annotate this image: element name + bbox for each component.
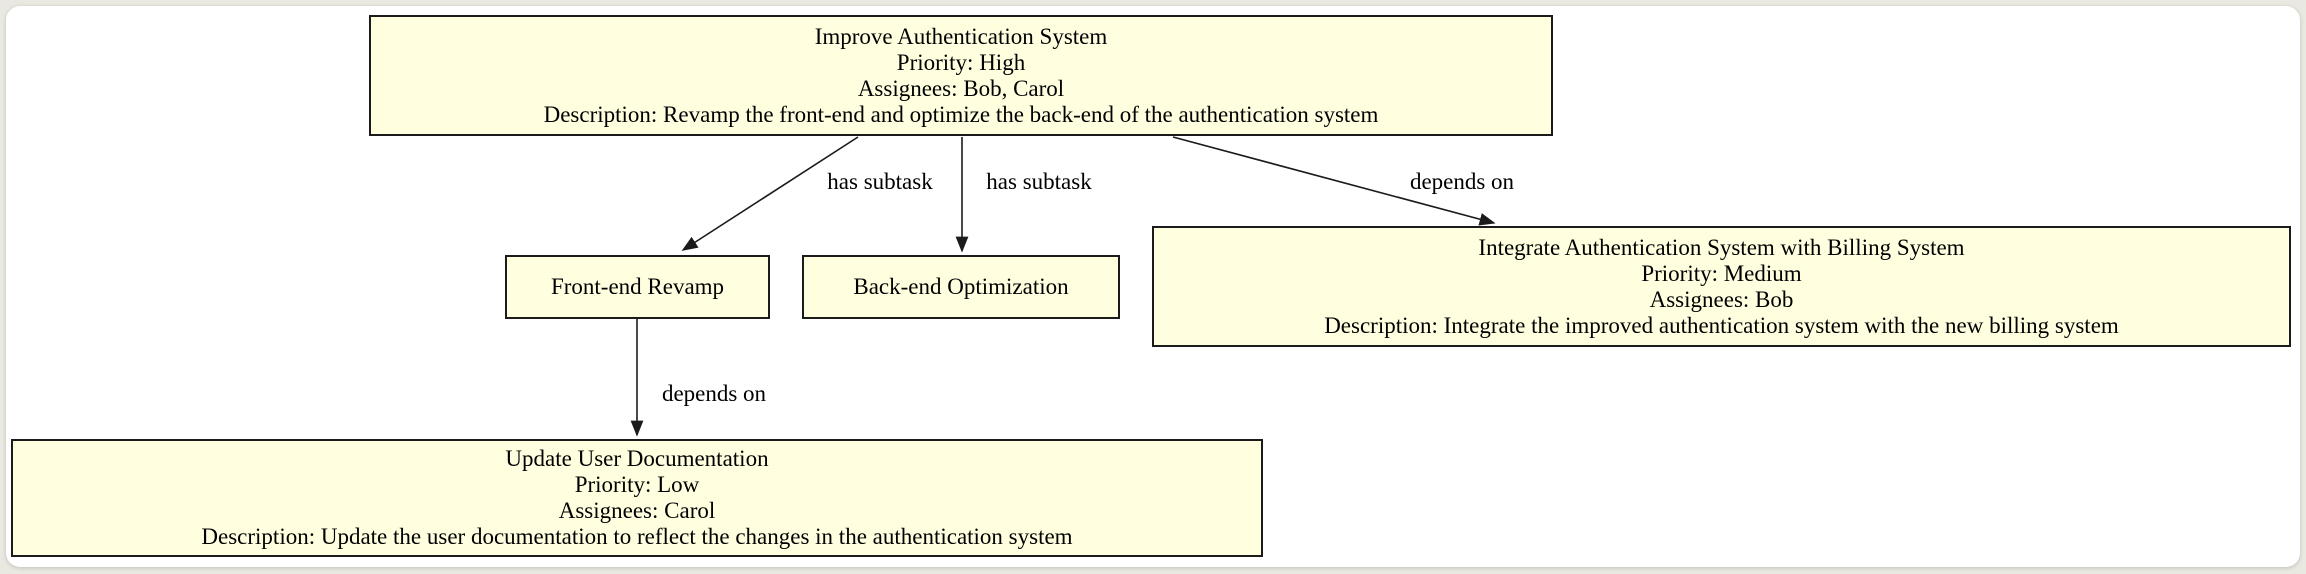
node-description: Description: Update the user documentati… <box>201 524 1073 549</box>
node-description: Description: Integrate the improved auth… <box>1324 312 2119 338</box>
node-assignees: Assignees: Bob <box>1649 286 1794 312</box>
node-title: Improve Authentication System <box>814 23 1108 49</box>
node-title: Back-end Optimization <box>853 274 1069 299</box>
edge-label-depends-on-2: depends on <box>661 381 767 406</box>
edge-label-has-subtask-2: has subtask <box>986 169 1092 194</box>
node-title: Update User Documentation <box>505 446 769 471</box>
task-node-update-user-documentation: Update User Documentation Priority: Low … <box>11 439 1263 557</box>
task-node-integrate-billing: Integrate Authentication System with Bil… <box>1152 226 2291 347</box>
node-title: Integrate Authentication System with Bil… <box>1478 234 1965 260</box>
task-node-back-end-optimization: Back-end Optimization <box>802 255 1120 319</box>
node-assignees: Assignees: Carol <box>558 498 716 523</box>
node-description: Description: Revamp the front-end and op… <box>543 101 1379 127</box>
node-priority: Priority: Low <box>574 472 700 497</box>
node-priority: Priority: Medium <box>1641 260 1802 286</box>
edge-label-has-subtask-1: has subtask <box>827 169 933 194</box>
node-assignees: Assignees: Bob, Carol <box>857 75 1065 101</box>
edge-label-depends-on-1: depends on <box>1409 169 1515 194</box>
node-title: Front-end Revamp <box>550 274 725 299</box>
task-node-front-end-revamp: Front-end Revamp <box>505 255 770 319</box>
node-priority: Priority: High <box>896 49 1026 75</box>
task-node-improve-auth: Improve Authentication System Priority: … <box>369 15 1553 136</box>
